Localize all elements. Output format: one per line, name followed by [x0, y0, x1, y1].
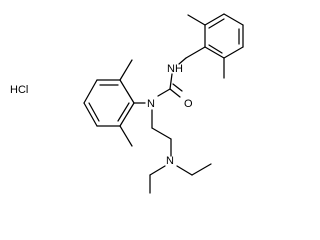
salt-label: HCl — [10, 84, 28, 96]
double-bond — [208, 18, 225, 29]
atom-labels: N NH O N HCl — [10, 63, 193, 167]
atom-label-n-amide: N — [147, 98, 155, 110]
co-double-bond — [172, 83, 183, 92]
upper-aryl-ring — [185, 13, 244, 79]
bond — [223, 46, 244, 59]
aminoethyl-chain — [149, 109, 212, 194]
atom-label-nh: NH — [167, 63, 183, 75]
bond — [149, 165, 166, 176]
bond — [83, 102, 98, 127]
bond — [185, 46, 206, 59]
co-bond — [169, 88, 181, 98]
bond — [204, 46, 225, 59]
double-bond — [117, 102, 130, 122]
bond — [151, 127, 172, 140]
bond — [191, 163, 212, 176]
bond — [119, 102, 135, 127]
bond — [169, 73, 173, 90]
bond — [176, 165, 193, 176]
left-aryl-ring — [83, 59, 135, 147]
double-bond — [88, 102, 100, 122]
methyl-bond — [119, 59, 133, 81]
bond — [204, 13, 225, 26]
bond — [83, 79, 98, 104]
methyl-bond — [119, 125, 133, 147]
structure-canvas: N NH O N HCl — [10, 13, 244, 194]
bond — [119, 79, 135, 104]
bond — [157, 88, 171, 97]
urea-core — [133, 57, 187, 104]
atom-label-n-amine: N — [166, 155, 174, 167]
bond — [178, 57, 187, 65]
atom-label-carbonyl-o: O — [184, 98, 193, 110]
double-bond — [208, 44, 223, 54]
methyl-bond — [187, 14, 206, 26]
bond — [223, 13, 244, 26]
chemical-structure-diagram: N NH O N HCl — [10, 13, 244, 194]
